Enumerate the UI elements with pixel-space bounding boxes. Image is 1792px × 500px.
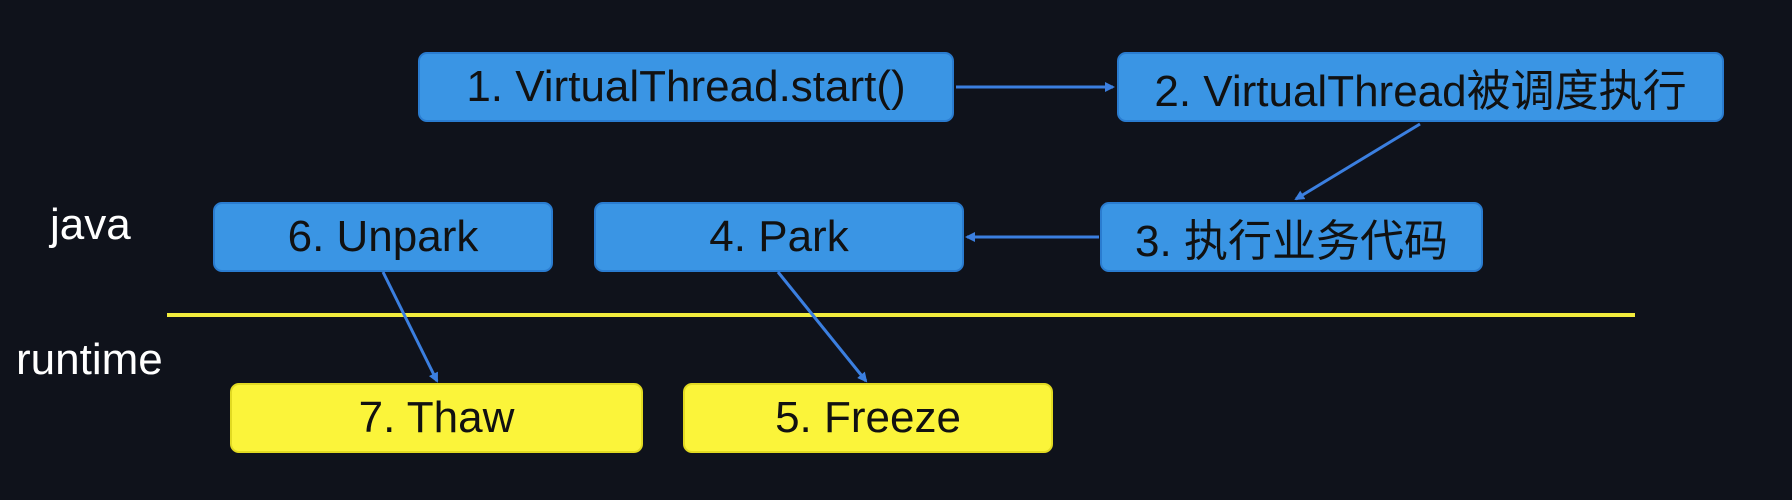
arrow-2-to-3: [1294, 122, 1421, 201]
arrow-4-to-5: [776, 271, 868, 383]
step-2-box: 2. VirtualThread被调度执行: [1117, 52, 1724, 122]
step-5-box: 5. Freeze: [683, 383, 1053, 453]
step-1-box: 1. VirtualThread.start(): [418, 52, 954, 122]
java-runtime-divider: [167, 313, 1635, 317]
step-7-box: 7. Thaw: [230, 383, 643, 453]
java-layer-label: java: [50, 200, 131, 249]
step-3-box: 3. 执行业务代码: [1100, 202, 1483, 272]
step-4-box: 4. Park: [594, 202, 964, 272]
step-6-box: 6. Unpark: [213, 202, 553, 272]
runtime-layer-label: runtime: [16, 335, 163, 384]
arrow-6-to-7: [381, 271, 439, 383]
